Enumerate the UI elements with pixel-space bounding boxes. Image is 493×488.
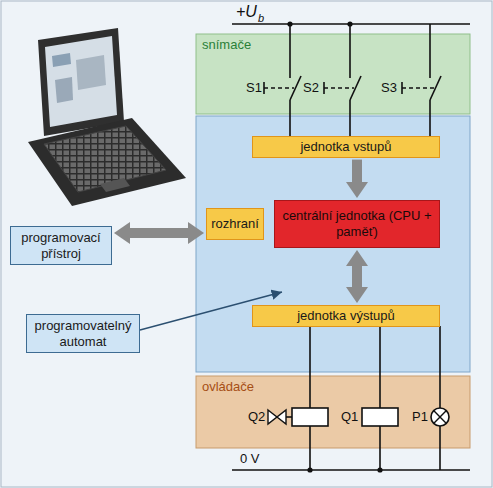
laptop-screen [45, 36, 117, 127]
actuator-name: Q2 [248, 410, 265, 424]
valve-link [286, 416, 292, 418]
coil-symbol [292, 408, 328, 426]
ground-label: 0 V [240, 452, 260, 466]
plc-callout-box: programovatelný automat [26, 314, 140, 353]
ground-wire [232, 469, 470, 471]
node-text: centrální jednotka (CPU + paměť) [281, 208, 433, 239]
data-flow-arrow [352, 266, 362, 287]
plc-panel [196, 116, 470, 372]
data-flow-arrow [130, 228, 188, 238]
laptop-base [28, 118, 186, 206]
actuator-band-label: ovládače [196, 376, 470, 406]
interface-box: rozhraní [206, 208, 264, 240]
node-text: jednotka výstupů [297, 308, 395, 324]
supply-label: +U [236, 3, 257, 21]
switch-name: S3 [381, 81, 397, 95]
data-flow-arrow [352, 160, 362, 182]
junction-dot [347, 21, 352, 26]
sensor-band-label: snímače [196, 34, 470, 106]
wire [439, 326, 441, 470]
screen-window [55, 77, 73, 103]
wire [349, 24, 351, 136]
laptop-lid [38, 28, 124, 136]
cpu-box: centrální jednotka (CPU + paměť) [274, 200, 440, 248]
node-text: jednotka vstupů [300, 139, 391, 155]
actuator-band [196, 376, 470, 448]
junction-dot [287, 21, 292, 26]
lamp-cross [434, 411, 447, 424]
wire [379, 326, 381, 470]
lamp-symbol [431, 408, 449, 426]
node-text: snímače [202, 37, 251, 53]
wire [289, 24, 291, 136]
output-unit-box: jednotka výstupů [252, 305, 440, 327]
actuator-name: Q1 [341, 410, 358, 424]
node-text: programovací přístroj [16, 230, 106, 261]
wire [309, 326, 311, 470]
input-unit-box: jednotka vstupů [252, 136, 440, 158]
node-text: ovládače [202, 379, 254, 395]
switch-name: S1 [246, 81, 262, 95]
keyboard [44, 126, 166, 192]
junction-dot [377, 467, 382, 472]
node-text: rozhraní [211, 216, 259, 232]
supply-subscript: b [258, 12, 264, 24]
switch-contact [350, 76, 361, 100]
wire [429, 24, 431, 136]
output-wiring [232, 326, 470, 470]
sensor-band [196, 34, 470, 114]
junction-dot [307, 467, 312, 472]
touchpad [100, 178, 130, 192]
valve-symbol [268, 410, 286, 424]
laptop-illustration [28, 28, 186, 206]
screen-window [76, 55, 106, 90]
node-text: programovatelný automat [32, 318, 134, 349]
programmer-box: programovací přístroj [10, 226, 112, 265]
switch-actuator-link [264, 87, 434, 89]
input-wiring [232, 24, 470, 136]
coil-symbol [362, 408, 398, 426]
actuator-name: P1 [412, 410, 428, 424]
switch-name: S2 [303, 81, 319, 95]
switch-contact [290, 76, 301, 100]
screen-window [52, 53, 71, 67]
